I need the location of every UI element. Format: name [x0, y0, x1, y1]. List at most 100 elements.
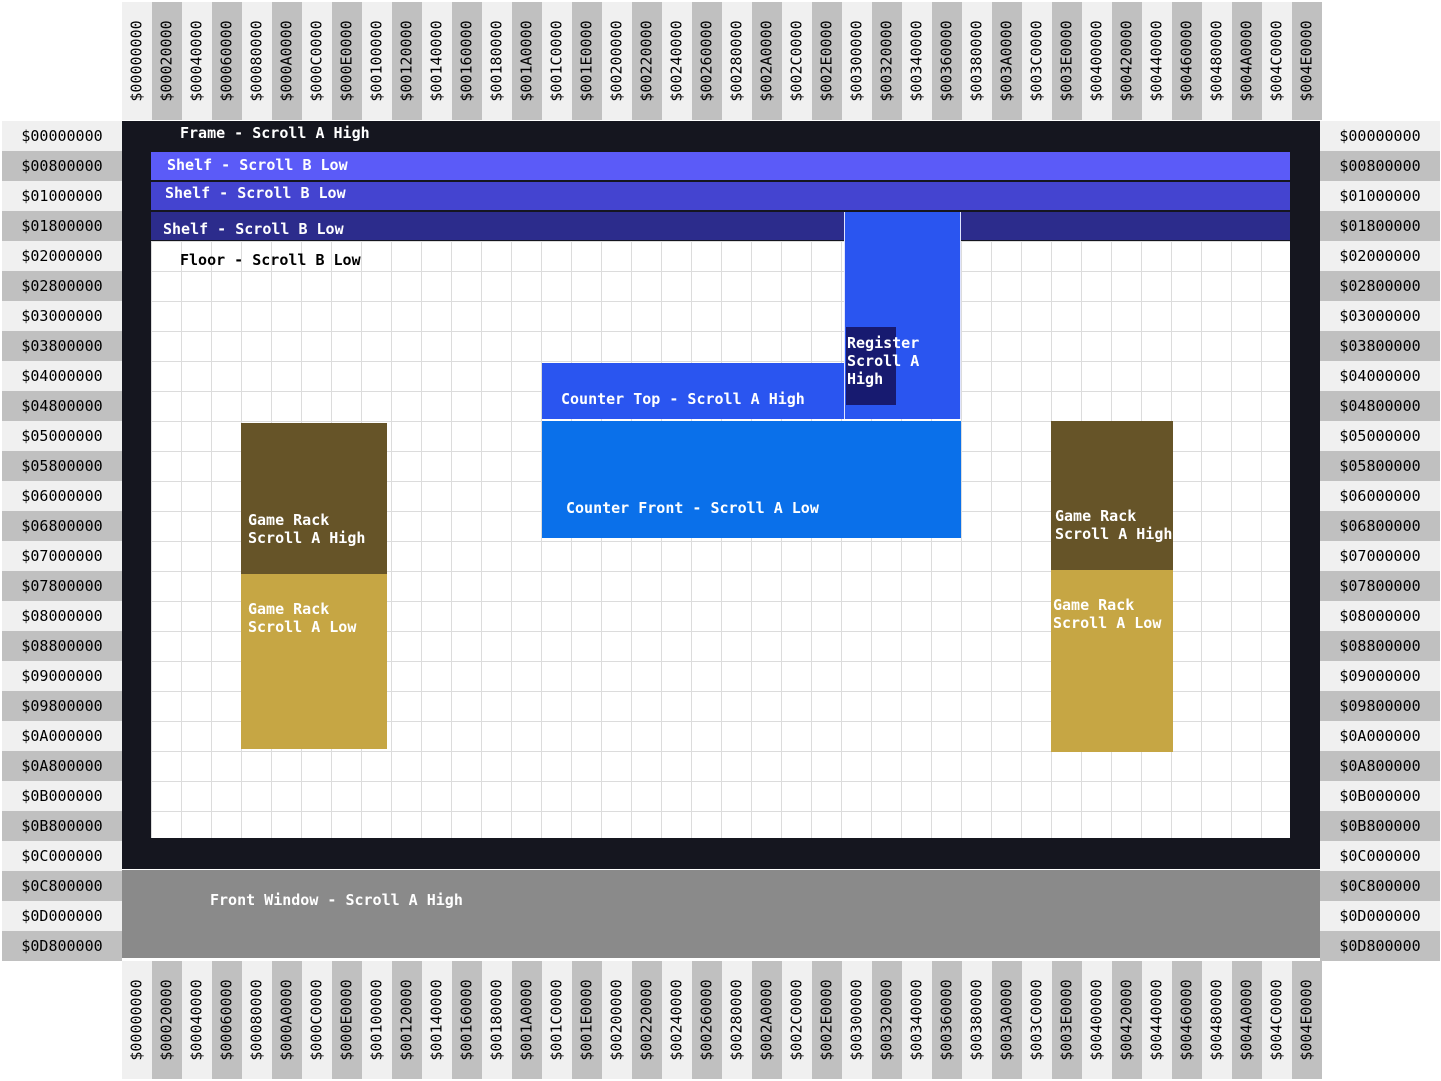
top-column-tick: $004E0000 — [1292, 2, 1322, 120]
shelf-2-label: Shelf - Scroll B Low — [165, 184, 346, 202]
bottom-column-tick: $00280000 — [722, 961, 752, 1079]
top-column-tick: $00440000 — [1142, 2, 1172, 120]
game-rack-right-low-label: Game Rack Scroll A Low — [1053, 596, 1162, 632]
column-tick-label: $00220000 — [638, 20, 656, 102]
right-row-tick: $0C800000 — [1320, 871, 1440, 901]
column-tick-label: $00240000 — [668, 979, 686, 1061]
top-column-tick: $00480000 — [1202, 2, 1232, 120]
column-tick-label: $00260000 — [698, 20, 716, 102]
right-row-tick: $00000000 — [1320, 121, 1440, 151]
counter-top-label: Counter Top - Scroll A High — [561, 390, 805, 408]
column-tick-label: $00100000 — [368, 20, 386, 102]
right-row-tick: $06000000 — [1320, 481, 1440, 511]
column-tick-label: $002E0000 — [818, 979, 836, 1061]
left-row-tick: $0C000000 — [2, 841, 122, 871]
column-tick-label: $002C0000 — [788, 979, 806, 1061]
column-tick-label: $001E0000 — [578, 979, 596, 1061]
left-row-tick: $03800000 — [2, 331, 122, 361]
bottom-column-tick: $001A0000 — [512, 961, 542, 1079]
shelf-1-label: Shelf - Scroll B Low — [167, 156, 348, 174]
bottom-column-tick: $00140000 — [422, 961, 452, 1079]
column-tick-label: $003A0000 — [998, 979, 1016, 1061]
column-tick-label: $003C0000 — [1028, 979, 1046, 1061]
column-tick-label: $00340000 — [908, 20, 926, 102]
column-tick-label: $00020000 — [158, 20, 176, 102]
left-row-tick: $01000000 — [2, 181, 122, 211]
column-tick-label: $00180000 — [488, 20, 506, 102]
column-tick-label: $00320000 — [878, 20, 896, 102]
column-tick-label: $00040000 — [188, 20, 206, 102]
column-tick-label: $00080000 — [248, 979, 266, 1061]
bottom-column-tick: $003E0000 — [1052, 961, 1082, 1079]
column-tick-label: $00120000 — [398, 979, 416, 1061]
right-row-tick: $0B800000 — [1320, 811, 1440, 841]
right-row-tick: $0B000000 — [1320, 781, 1440, 811]
bottom-column-tick: $000E0000 — [332, 961, 362, 1079]
bottom-column-tick: $00180000 — [482, 961, 512, 1079]
column-tick-label: $00200000 — [608, 20, 626, 102]
top-column-tick: $00220000 — [632, 2, 662, 120]
top-column-tick: $00000000 — [122, 2, 152, 120]
column-tick-label: $00080000 — [248, 20, 266, 102]
bottom-column-tick: $004C0000 — [1262, 961, 1292, 1079]
column-tick-label: $003E0000 — [1058, 979, 1076, 1061]
column-tick-label: $001C0000 — [548, 20, 566, 102]
column-tick-label: $001A0000 — [518, 20, 536, 102]
column-tick-label: $00460000 — [1178, 20, 1196, 102]
right-row-tick: $04800000 — [1320, 391, 1440, 421]
game-rack-left-low-layer — [241, 574, 387, 749]
column-tick-label: $00040000 — [188, 979, 206, 1061]
floor-label: Floor - Scroll B Low — [180, 251, 361, 269]
bottom-column-tick: $004E0000 — [1292, 961, 1322, 1079]
bottom-column-tick: $00220000 — [632, 961, 662, 1079]
column-tick-label: $00360000 — [938, 979, 956, 1061]
top-column-tick: $00120000 — [392, 2, 422, 120]
column-tick-label: $003C0000 — [1028, 20, 1046, 102]
column-tick-label: $000A0000 — [278, 20, 296, 102]
bottom-column-tick: $000C0000 — [302, 961, 332, 1079]
bottom-column-tick: $001E0000 — [572, 961, 602, 1079]
top-column-tick: $00240000 — [662, 2, 692, 120]
column-tick-label: $00180000 — [488, 979, 506, 1061]
column-tick-label: $00480000 — [1208, 20, 1226, 102]
column-tick-label: $00140000 — [428, 979, 446, 1061]
bottom-column-tick: $00260000 — [692, 961, 722, 1079]
column-tick-label: $000C0000 — [308, 979, 326, 1061]
top-column-tick: $00260000 — [692, 2, 722, 120]
right-row-tick: $0D000000 — [1320, 901, 1440, 931]
right-row-tick: $0A800000 — [1320, 751, 1440, 781]
column-tick-label: $00000000 — [128, 979, 146, 1061]
bottom-column-tick: $003A0000 — [992, 961, 1022, 1079]
right-row-tick: $07800000 — [1320, 571, 1440, 601]
left-row-tick: $02800000 — [2, 271, 122, 301]
column-tick-label: $00000000 — [128, 20, 146, 102]
column-tick-label: $00380000 — [968, 979, 986, 1061]
top-column-tick: $001A0000 — [512, 2, 542, 120]
bottom-column-tick: $004A0000 — [1232, 961, 1262, 1079]
column-tick-label: $004E0000 — [1298, 20, 1316, 102]
column-tick-label: $00440000 — [1148, 979, 1166, 1061]
column-tick-label: $00220000 — [638, 979, 656, 1061]
bottom-column-tick: $00480000 — [1202, 961, 1232, 1079]
bottom-column-tick: $00420000 — [1112, 961, 1142, 1079]
right-row-tick: $09000000 — [1320, 661, 1440, 691]
shelf-3-label: Shelf - Scroll B Low — [163, 220, 344, 238]
bottom-column-tick: $00240000 — [662, 961, 692, 1079]
column-tick-label: $00200000 — [608, 979, 626, 1061]
column-tick-label: $002A0000 — [758, 20, 776, 102]
right-row-tick: $02000000 — [1320, 241, 1440, 271]
column-tick-label: $001A0000 — [518, 979, 536, 1061]
top-column-tick: $002E0000 — [812, 2, 842, 120]
game-rack-right-high-label: Game Rack Scroll A High — [1055, 507, 1173, 543]
left-row-tick: $07000000 — [2, 541, 122, 571]
top-column-tick: $00360000 — [932, 2, 962, 120]
left-row-tick: $05000000 — [2, 421, 122, 451]
column-tick-label: $00300000 — [848, 979, 866, 1061]
bottom-column-tick: $00320000 — [872, 961, 902, 1079]
column-tick-label: $004E0000 — [1298, 979, 1316, 1061]
column-tick-label: $00240000 — [668, 20, 686, 102]
right-row-tick: $03000000 — [1320, 301, 1440, 331]
left-row-tick: $06000000 — [2, 481, 122, 511]
left-row-tick: $04000000 — [2, 361, 122, 391]
bottom-column-tick: $002A0000 — [752, 961, 782, 1079]
